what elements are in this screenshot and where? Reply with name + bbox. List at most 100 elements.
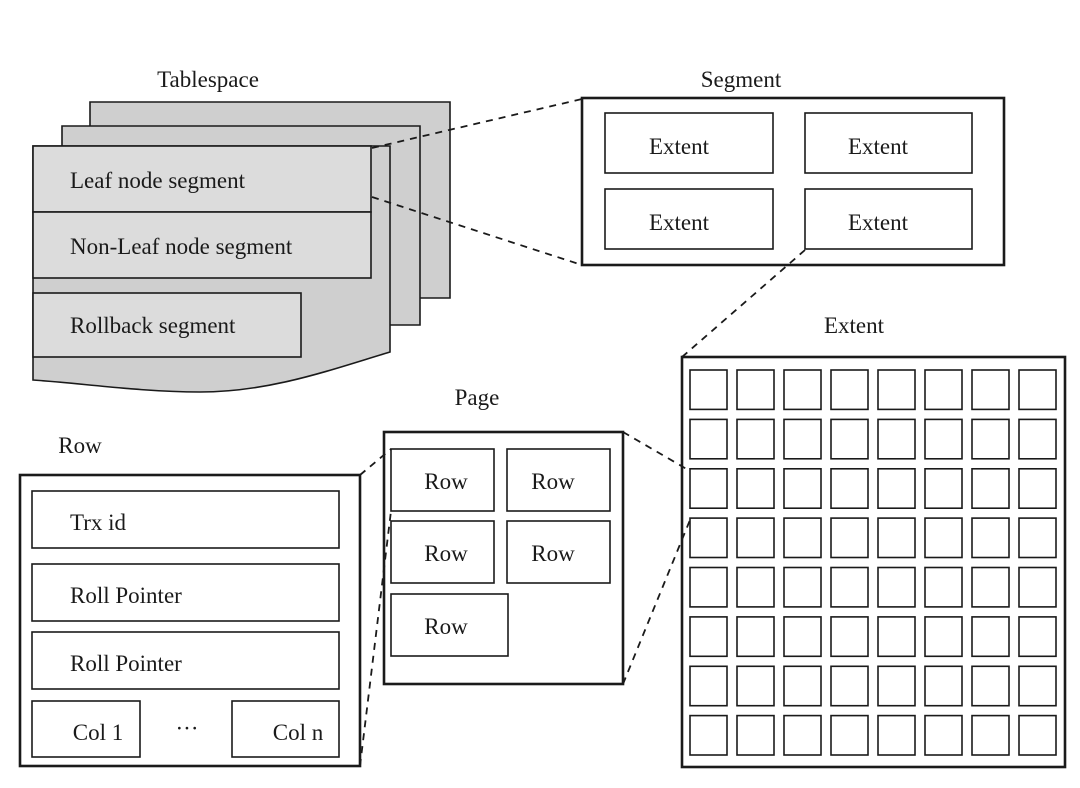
extent-page-cell [689, 566, 728, 608]
page-row-box [506, 448, 611, 512]
page-row-box [390, 448, 495, 512]
extent-page-cell [971, 517, 1010, 559]
extent-page-cell [924, 369, 963, 411]
extent-page-cell [830, 418, 869, 460]
extent-page-cell [783, 369, 822, 411]
extent-page-cell [736, 714, 775, 756]
extent-page-cell [924, 616, 963, 658]
tablespace-group: Tablespace Leaf node segment Non-Leaf no… [32, 67, 451, 393]
extent-title: Extent [824, 313, 885, 338]
page-row-box [390, 520, 495, 584]
trx-id-label: Trx id [70, 510, 127, 535]
extent-page-cell [877, 418, 916, 460]
extent-page-cell [971, 566, 1010, 608]
page-row-box [506, 520, 611, 584]
rollback-segment-box [32, 292, 302, 358]
rollback-segment-label: Rollback segment [70, 313, 236, 338]
extent-page-cell [1018, 467, 1057, 509]
extent-pages [689, 369, 1057, 756]
row-field-box [31, 631, 340, 690]
extent-page-cell [783, 665, 822, 707]
extent-page-cell [924, 517, 963, 559]
connector-row-bottom [359, 510, 392, 767]
extent-page-cell [877, 566, 916, 608]
extent-page-cell [1018, 517, 1057, 559]
roll-pointer-label: Roll Pointer [70, 583, 182, 608]
page-row-label: Row [424, 469, 468, 494]
extent-page-cell [830, 616, 869, 658]
extent-page-cell [736, 369, 775, 411]
col-first-label: Col 1 [73, 720, 123, 745]
page-title: Page [455, 385, 500, 410]
extent-page-cell [971, 467, 1010, 509]
extent-page-cell [736, 418, 775, 460]
extent-page-cell [736, 616, 775, 658]
row-field-box [31, 563, 340, 622]
connector-page-top [622, 431, 691, 472]
page-row-label: Row [424, 541, 468, 566]
extent-page-cell [736, 566, 775, 608]
extent-page-cell [783, 566, 822, 608]
extent-page-cell [971, 714, 1010, 756]
extent-page-cell [783, 467, 822, 509]
extent-page-cell [1018, 665, 1057, 707]
connector-page-bottom [622, 519, 691, 685]
extent-page-cell [877, 467, 916, 509]
connector-extent-to-grid [681, 249, 806, 358]
connector-leaf-to-segment-bottom [371, 196, 583, 266]
extent-page-cell [971, 418, 1010, 460]
page-row-label: Row [531, 469, 575, 494]
segment-extent-label: Extent [649, 134, 710, 159]
extent-page-cell [1018, 616, 1057, 658]
roll-pointer-label: Roll Pointer [70, 651, 182, 676]
extent-page-cell [924, 467, 963, 509]
extent-page-cell [736, 665, 775, 707]
tablespace-title: Tablespace [157, 67, 259, 92]
col-last-label: Col n [273, 720, 324, 745]
extent-page-cell [689, 517, 728, 559]
segment-extent-label: Extent [848, 134, 909, 159]
extent-page-cell [971, 665, 1010, 707]
page-group: Page Row Row Row Row Row [382, 385, 625, 686]
extent-page-cell [689, 418, 728, 460]
extent-page-cell [689, 616, 728, 658]
segment-extent-label: Extent [848, 210, 909, 235]
extent-page-cell [1018, 566, 1057, 608]
extent-page-cell [689, 467, 728, 509]
connector-row-top [359, 448, 392, 476]
extent-page-cell [783, 714, 822, 756]
extent-page-cell [1018, 418, 1057, 460]
extent-page-cell [689, 714, 728, 756]
extent-page-cell [877, 665, 916, 707]
extent-page-cell [783, 616, 822, 658]
extent-page-cell [877, 714, 916, 756]
page-row-box [390, 593, 509, 657]
segment-extent-box [604, 112, 774, 174]
extent-page-cell [830, 467, 869, 509]
connector-leaf-to-segment-top [371, 98, 583, 149]
connectors [359, 98, 806, 767]
extent-page-cell [689, 665, 728, 707]
segment-extent-label: Extent [649, 210, 710, 235]
extent-page-cell [924, 418, 963, 460]
extent-page-cell [971, 616, 1010, 658]
row-title: Row [58, 433, 102, 458]
segment-extent-box [804, 188, 973, 250]
non-leaf-node-segment-label: Non-Leaf node segment [70, 234, 293, 259]
extent-page-cell [689, 369, 728, 411]
extent-page-cell [924, 566, 963, 608]
leaf-node-segment-box [32, 145, 372, 213]
page-row-label: Row [531, 541, 575, 566]
extent-page-cell [830, 369, 869, 411]
segment-title: Segment [701, 67, 782, 92]
extent-page-cell [783, 517, 822, 559]
extent-page-cell [830, 714, 869, 756]
extent-page-cell [924, 665, 963, 707]
extent-page-cell [877, 616, 916, 658]
col-first-box [31, 700, 141, 758]
extent-page-cell [736, 517, 775, 559]
row-group: Row Trx id Roll Pointer Roll Pointer Col… [18, 433, 362, 768]
extent-page-cell [830, 665, 869, 707]
